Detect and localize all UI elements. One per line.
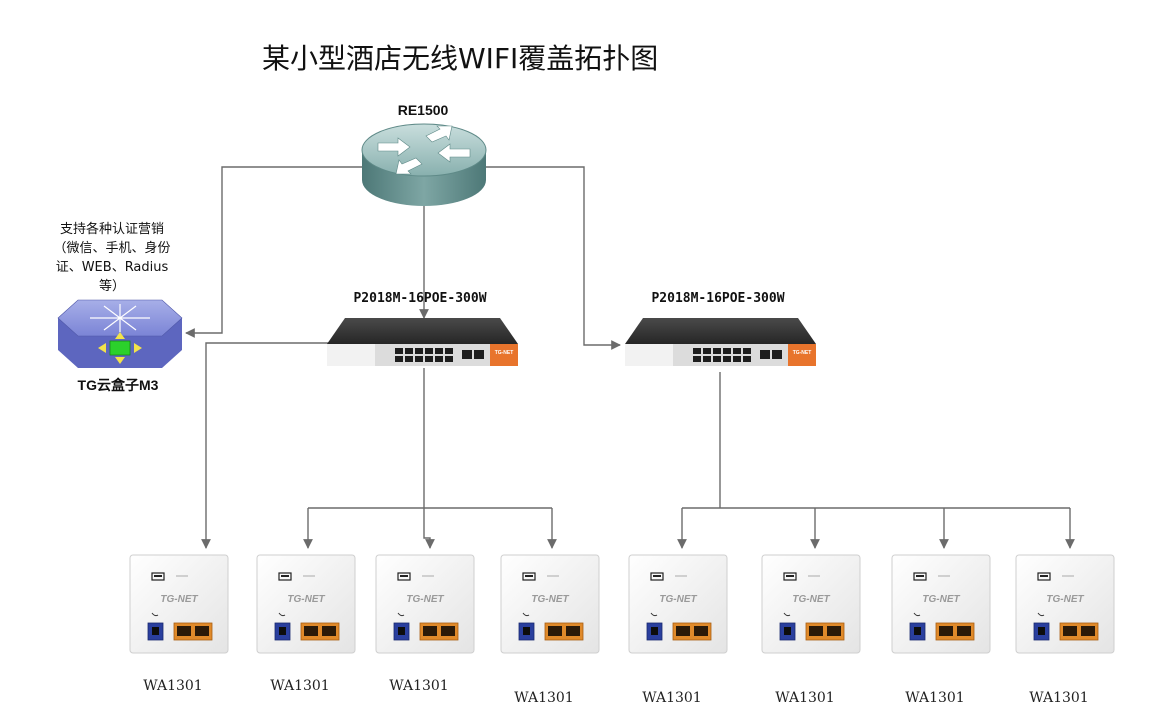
access-point-4: TG-NET WA1301 <box>500 554 600 706</box>
wall-ap-icon: TG-NET <box>891 554 991 654</box>
diagram-title: 某小型酒店无线WIFI覆盖拓扑图 <box>262 42 658 75</box>
links <box>185 166 1075 549</box>
cloud-box-node: 支持各种认证营销 （微信、手机、身份 证、WEB、Radius 等） TG云盒子… <box>53 221 183 393</box>
wall-ap-icon: TG-NET <box>1015 554 1115 654</box>
switch-2-label: P2018M-16POE-300W <box>651 291 784 306</box>
access-point-5: TG-NET WA1301 <box>628 554 728 706</box>
switch-2-icon: TG-NET <box>625 318 816 366</box>
access-point-6: TG-NET WA1301 <box>761 554 861 706</box>
ap-brand: TG-NET <box>287 594 325 605</box>
switch-node-2: P2018M-16POE-300W TG-NET <box>625 291 816 366</box>
access-point-8: TG-NET WA1301 <box>1015 554 1115 706</box>
cloud-box-note-line-2: （微信、手机、身份 <box>53 240 170 256</box>
ap-brand: TG-NET <box>160 594 198 605</box>
switch-1-icon: TG-NET <box>327 318 518 366</box>
switch-1-label: P2018M-16POE-300W <box>353 291 486 306</box>
link-switch-1-ap-3 <box>423 508 435 549</box>
ap-brand: TG-NET <box>922 594 960 605</box>
ap-label: WA1301 <box>270 678 329 694</box>
router-node: RE1500 <box>361 102 487 206</box>
cloud-box-label: TG云盒子M3 <box>78 377 159 393</box>
cloud-box-icon <box>57 299 183 368</box>
ap-label: WA1301 <box>1029 690 1088 706</box>
link-router-cloudbox <box>185 166 362 338</box>
ap-brand: TG-NET <box>531 594 569 605</box>
ap-label: WA1301 <box>143 678 202 694</box>
access-point-3: TG-NET WA1301 <box>375 554 475 694</box>
access-point-2: TG-NET WA1301 <box>256 554 356 694</box>
ap-label: WA1301 <box>642 690 701 706</box>
wall-ap-icon: TG-NET <box>500 554 600 654</box>
access-point-7: TG-NET WA1301 <box>891 554 991 706</box>
link-router-switch-2 <box>484 166 621 350</box>
wall-ap-icon: TG-NET <box>129 554 229 654</box>
ap-brand: TG-NET <box>1046 594 1084 605</box>
ap-label: WA1301 <box>905 690 964 706</box>
access-point-1: TG-NET WA1301 <box>129 554 229 694</box>
ap-label: WA1301 <box>514 690 573 706</box>
router-label: RE1500 <box>398 102 449 118</box>
switch-node-1: P2018M-16POE-300W TG-NET <box>327 291 518 366</box>
ap-label: WA1301 <box>389 678 448 694</box>
switch-2-brand: TG-NET <box>793 350 812 356</box>
access-points: TG-NETWA1301TG-NETWA1301TG-NETWA1301TG-N… <box>129 554 1115 706</box>
switch-1-brand: TG-NET <box>495 350 514 356</box>
wall-ap-icon: TG-NET <box>628 554 728 654</box>
link-switch-1-ap-1 <box>201 342 330 549</box>
ap-brand: TG-NET <box>659 594 697 605</box>
wall-ap-icon: TG-NET <box>761 554 861 654</box>
cloud-box-note-line-1: 支持各种认证营销 <box>60 221 164 237</box>
cloud-box-note-line-4: 等） <box>99 278 125 294</box>
ap-brand: TG-NET <box>406 594 444 605</box>
wall-ap-icon: TG-NET <box>256 554 356 654</box>
wall-ap-icon: TG-NET <box>375 554 475 654</box>
ap-brand: TG-NET <box>792 594 830 605</box>
cloud-box-note-line-3: 证、WEB、Radius <box>56 260 169 275</box>
ap-label: WA1301 <box>775 690 834 706</box>
router-icon <box>361 123 487 206</box>
